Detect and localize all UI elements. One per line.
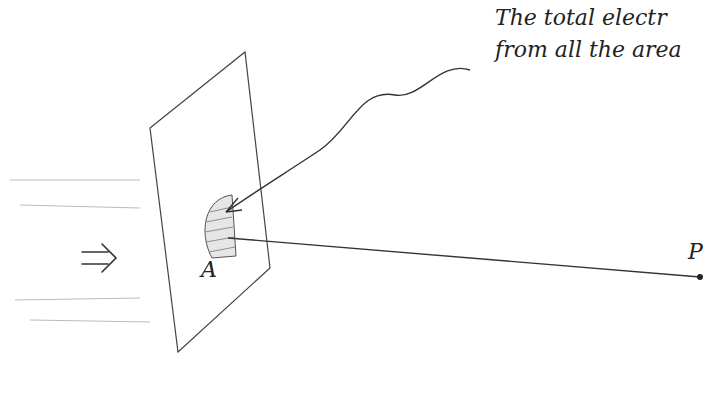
point-label: P (688, 240, 703, 264)
area-label: A (201, 258, 217, 282)
handwritten-note: The total electr from all the area (495, 2, 710, 66)
